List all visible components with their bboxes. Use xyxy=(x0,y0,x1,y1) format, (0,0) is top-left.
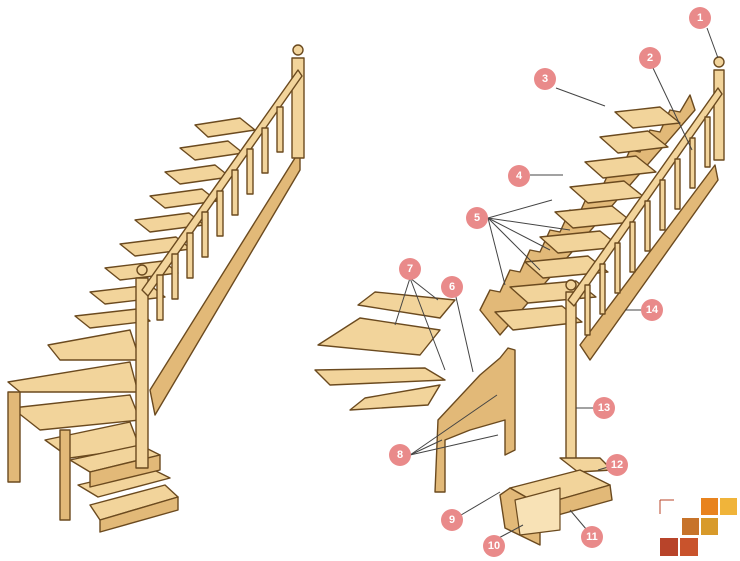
top-newel-cap xyxy=(292,44,304,56)
svg-text:1: 1 xyxy=(697,12,703,24)
svg-text:14: 14 xyxy=(646,304,659,316)
svg-text:13: 13 xyxy=(598,402,610,414)
callout-9: 9 xyxy=(441,509,463,531)
callout-8: 8 xyxy=(389,444,411,466)
winder-treads xyxy=(7,329,141,459)
middle-newel-cap xyxy=(565,279,577,291)
callout-14: 14 xyxy=(641,299,663,321)
svg-text:10: 10 xyxy=(488,540,500,552)
top-newel-cap-exploded xyxy=(713,56,725,68)
svg-text:3: 3 xyxy=(542,73,548,85)
balusters-exploded xyxy=(584,116,711,336)
assembled-staircase xyxy=(7,44,305,533)
bottom-newel-post xyxy=(135,277,149,469)
bottom-newel-cap xyxy=(136,264,148,276)
callout-7: 7 xyxy=(399,258,421,280)
exploded-staircase xyxy=(314,56,725,546)
right-stringer xyxy=(579,164,719,361)
callout-2: 2 xyxy=(639,47,661,69)
winder-treads-loose xyxy=(314,291,456,411)
leg-front xyxy=(7,391,21,483)
callout-12: 12 xyxy=(606,454,628,476)
handrail-exploded xyxy=(567,87,723,307)
svg-text:12: 12 xyxy=(611,459,623,471)
top-newel-post-exploded xyxy=(713,69,725,161)
callout-10: 10 xyxy=(483,535,505,557)
handrail xyxy=(141,69,303,297)
callout-11: 11 xyxy=(581,526,603,548)
svg-text:11: 11 xyxy=(586,531,598,543)
leg-middle xyxy=(59,429,71,521)
callout-6: 6 xyxy=(441,276,463,298)
stringer xyxy=(149,149,301,416)
upper-flight-treads xyxy=(74,117,256,329)
callout-4: 4 xyxy=(508,165,530,187)
callout-13: 13 xyxy=(593,397,615,419)
callout-5: 5 xyxy=(466,207,488,229)
balusters xyxy=(156,106,284,321)
brand-logo xyxy=(659,498,737,556)
middle-newel-post xyxy=(565,291,577,463)
svg-text:2: 2 xyxy=(647,52,653,64)
svg-text:4: 4 xyxy=(516,170,523,182)
callout-3: 3 xyxy=(534,68,556,90)
winder-stringer xyxy=(434,347,516,493)
svg-text:8: 8 xyxy=(397,449,403,461)
svg-text:6: 6 xyxy=(449,281,455,293)
svg-text:5: 5 xyxy=(474,212,480,224)
bottom-step-assembly xyxy=(499,457,613,546)
bottom-steps xyxy=(69,444,179,533)
callout-1: 1 xyxy=(689,7,711,29)
svg-text:7: 7 xyxy=(407,263,413,275)
svg-text:9: 9 xyxy=(449,514,455,526)
